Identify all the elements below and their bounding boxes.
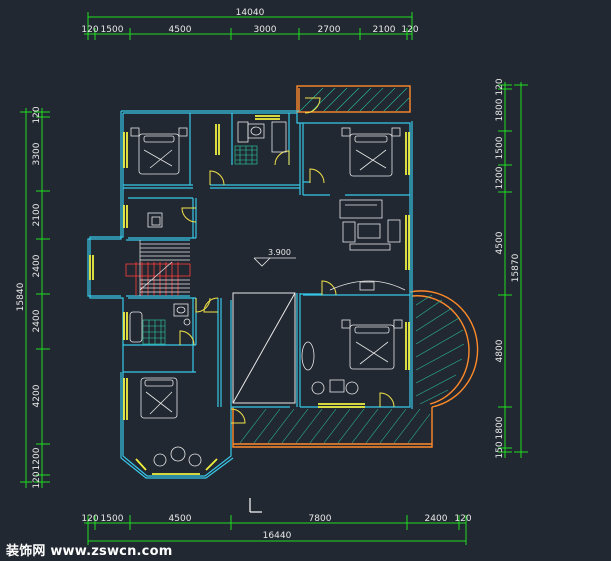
top-dim-5: 2700 (318, 25, 341, 35)
bottom-dim-5: 2400 (425, 514, 448, 524)
right-dim-1: 120 (495, 78, 505, 95)
stair-treads (139, 240, 190, 296)
right-dim-6: 4800 (495, 339, 505, 362)
balconies (232, 85, 479, 448)
furniture (129, 121, 406, 467)
stair-void (232, 292, 296, 404)
top-dim-3: 4500 (169, 25, 192, 35)
windows (89, 115, 410, 475)
dimension-lines (20, 12, 528, 545)
left-dim-1: 120 (32, 106, 42, 123)
left-dim-5: 2400 (32, 309, 42, 332)
bottom-dim-1: 120 (81, 514, 98, 524)
right-dim-5: 4500 (495, 231, 505, 254)
elevation-marker (253, 257, 296, 267)
watermark-text: 装饰网 www.zswcn.com (6, 544, 173, 559)
floor-elevation-label: 3.900 (268, 248, 291, 257)
right-dim-4: 1200 (495, 166, 505, 189)
top-dim-2: 1500 (101, 25, 124, 35)
left-dim-7: 1200 (32, 447, 42, 470)
right-dim-3: 1500 (495, 136, 505, 159)
right-total-dim: 15870 (511, 253, 521, 282)
balcony-hatch (299, 87, 410, 112)
right-dim-7: 1800 (495, 416, 505, 439)
top-dim-7: 120 (401, 25, 418, 35)
left-dim-8: 120 (32, 471, 42, 488)
left-dim-2: 3300 (32, 142, 42, 165)
dimension-labels: 14040 120 1500 4500 3000 2700 2100 120 1… (16, 8, 521, 541)
bottom-dim-4: 7800 (309, 514, 332, 524)
left-dim-4: 2400 (32, 254, 42, 277)
bathroom-hatch (142, 145, 258, 345)
section-marker (249, 498, 262, 513)
bottom-dim-2: 1500 (101, 514, 124, 524)
top-dim-1: 120 (81, 25, 98, 35)
bottom-dim-3: 4500 (169, 514, 192, 524)
right-dim-2: 1800 (495, 98, 505, 121)
doors (179, 97, 395, 424)
right-dim-8: 150 (495, 441, 505, 458)
walls (87, 110, 413, 479)
left-dim-6: 4200 (32, 384, 42, 407)
terrace-hatch (239, 294, 465, 444)
top-total-dim: 14040 (236, 8, 265, 18)
bottom-dim-6: 120 (454, 514, 471, 524)
left-total-dim: 15840 (16, 282, 26, 311)
top-dim-6: 2100 (373, 25, 396, 35)
bottom-total-dim: 16440 (263, 531, 292, 541)
left-dim-3: 2100 (32, 203, 42, 226)
top-dim-4: 3000 (254, 25, 277, 35)
staircase (125, 262, 191, 296)
